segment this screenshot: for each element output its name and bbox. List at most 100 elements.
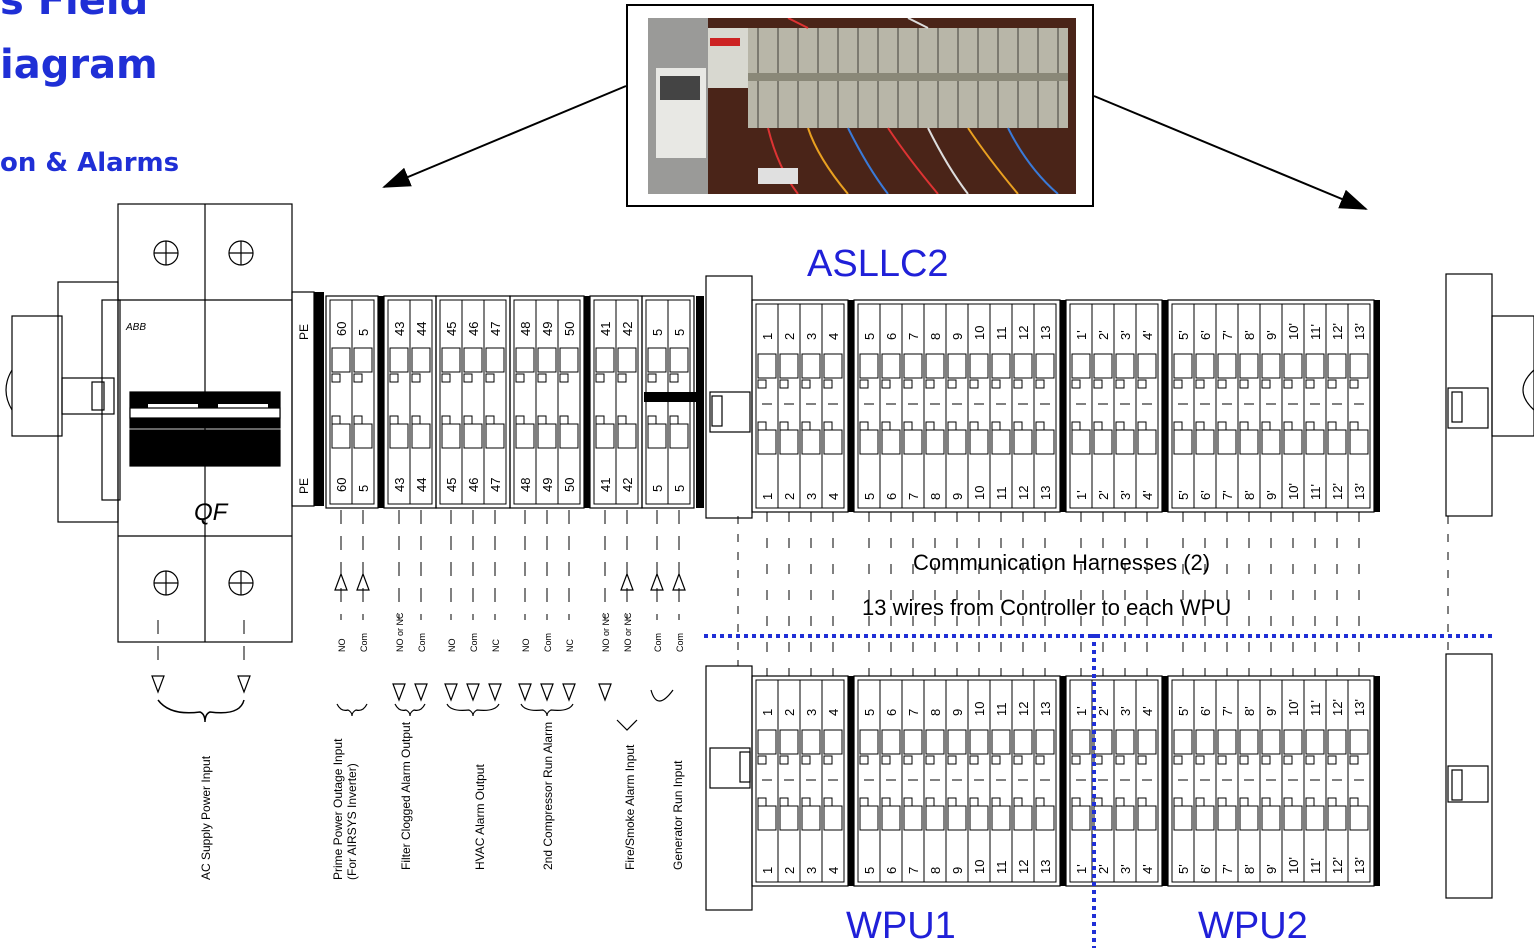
signal-type-label: Com (675, 633, 685, 652)
wpu2-row-terminal-10': 10'10' (1281, 679, 1305, 883)
wpu1-label: WPU1 (846, 905, 956, 947)
terminal-number-bottom: 42 (620, 478, 635, 492)
terminal-number-top: 46 (466, 322, 481, 336)
prime-arrow-2 (356, 572, 370, 591)
output-arrow (540, 683, 554, 702)
ac-input-arrow-2 (237, 675, 251, 694)
terminal-number-bottom: 47 (488, 478, 503, 492)
comm-harness-note: Communication Harnesses (2) (913, 550, 1211, 575)
terminal-number-bottom: 9 (950, 493, 965, 500)
aslcc2-label: ASLLC2 (807, 243, 949, 285)
terminal-number-top: 9' (1264, 706, 1279, 716)
terminal-number-bottom: 45 (444, 478, 459, 492)
aslcc2-row1-terminal-4: 44 (821, 303, 845, 509)
terminal-number-top: 41 (598, 322, 613, 336)
terminal-number-bottom: 10' (1286, 483, 1301, 500)
terminal-number-top: 10' (1286, 323, 1301, 340)
terminal-number-top: 10' (1286, 699, 1301, 716)
terminal-number-top: 44 (414, 322, 429, 336)
input-label: AC Supply Power Input (199, 755, 213, 880)
terminal-number-top: 3' (1118, 706, 1133, 716)
terminal-number-top: 6 (884, 333, 899, 340)
aslcc2-row2-terminal-6': 6'6' (1193, 303, 1217, 509)
terminal-number-bottom: 4' (1140, 490, 1155, 500)
terminal-number-bottom: 50 (562, 478, 577, 492)
terminal-number-bottom: 4 (826, 493, 841, 500)
terminal-number-bottom: 13' (1352, 857, 1367, 874)
terminal-number-top: 3 (804, 333, 819, 340)
block-separator (1162, 676, 1168, 886)
terminal-number-bottom: 7 (906, 493, 921, 500)
page-title-line1: s Field (0, 0, 149, 24)
field-wires (151, 510, 1360, 731)
terminal-number-top: 12 (1016, 326, 1031, 340)
terminal-number-top: 10 (972, 326, 987, 340)
input-arrow (672, 572, 686, 591)
compressor-brace (520, 703, 574, 717)
terminal-number-bottom: 13 (1038, 860, 1053, 874)
terminal-number-top: 11' (1308, 700, 1323, 716)
page-title-line2: iagram (0, 42, 158, 88)
terminal-number-bottom: 7 (906, 867, 921, 874)
terminal-number-top: 4' (1140, 330, 1155, 340)
breaker-name: QF (194, 499, 229, 526)
comm-wires-note: 13 wires from Controller to each WPU (862, 595, 1232, 620)
signal-type-label: NO or NC (601, 612, 611, 652)
signal-type-label: NC (565, 639, 575, 652)
block-separator (848, 300, 854, 512)
input-label: Fire/Smoke Alarm Input (623, 744, 637, 870)
aslcc2-row2-terminal-2': 2'2' (1091, 303, 1115, 509)
terminal-number-top: 50 (562, 322, 577, 336)
page-subtitle: on & Alarms (0, 148, 180, 178)
wpu2-row-terminal-3': 3'3' (1113, 679, 1137, 883)
terminal-number-top: 9 (950, 333, 965, 340)
aslcc2-row1-terminal-3: 33 (799, 303, 823, 509)
aslcc2-row1-terminal-7: 77 (901, 303, 925, 509)
terminal-number-top: 11 (994, 327, 1009, 341)
terminal-number-top: 6 (884, 709, 899, 716)
terminal-number-top: 2' (1096, 706, 1111, 716)
terminal-number-bottom: 1' (1074, 864, 1089, 874)
terminal-number-bottom: 3' (1118, 490, 1133, 500)
aslcc2-row2-terminal-1': 1'1' (1069, 303, 1093, 509)
terminal-number-top: 10 (972, 702, 987, 716)
panel-photo (626, 4, 1094, 207)
input-arrow (620, 572, 634, 591)
wpu1-row-terminal-7: 77 (901, 679, 925, 883)
terminal-number-bottom: 2 (782, 493, 797, 500)
terminal-number-bottom: 9 (950, 867, 965, 874)
breaker-qf (117, 203, 293, 643)
aslcc2-row2-terminal-7': 7'7' (1215, 303, 1239, 509)
input-label: 2nd Compressor Run Alarm (541, 722, 555, 870)
terminal-number-top: 11' (1308, 324, 1323, 340)
input-label: (For AIRSYS Inverter) (345, 763, 359, 880)
signal-type-label: NO or NC (395, 612, 405, 652)
terminal-number-top: 45 (444, 322, 459, 336)
terminal-number-bottom: 5 (672, 485, 687, 492)
terminal-number-bottom: 8 (928, 493, 943, 500)
aslcc2-row2-terminal-13': 13'13' (1347, 303, 1371, 509)
aslcc2-row1-terminal-2: 22 (777, 303, 801, 509)
terminal-number-bottom: 12 (1016, 860, 1031, 874)
wpu1-row-terminal-6: 66 (879, 679, 903, 883)
terminal-number-bottom: 46 (466, 478, 481, 492)
terminal-number-bottom: 5 (650, 485, 665, 492)
terminal-number-top: 7' (1220, 330, 1235, 340)
photo-pointer-right (1093, 95, 1368, 210)
block-separator (696, 296, 704, 508)
wpu2-row-terminal-13': 13'13' (1347, 679, 1371, 883)
aslcc2-row2-terminal-5': 5'5' (1171, 303, 1195, 509)
signal-type-label: Com (543, 633, 553, 652)
ac-input-arrow-1 (151, 675, 165, 694)
terminal-number-top: 13 (1038, 326, 1053, 340)
terminal-number-top: 6' (1198, 706, 1213, 716)
input-label: HVAC Alarm Output (473, 764, 487, 870)
aslcc2-row2-terminal-10': 10' 10' (1281, 303, 1305, 509)
terminal-number-top: 5 (862, 333, 877, 340)
